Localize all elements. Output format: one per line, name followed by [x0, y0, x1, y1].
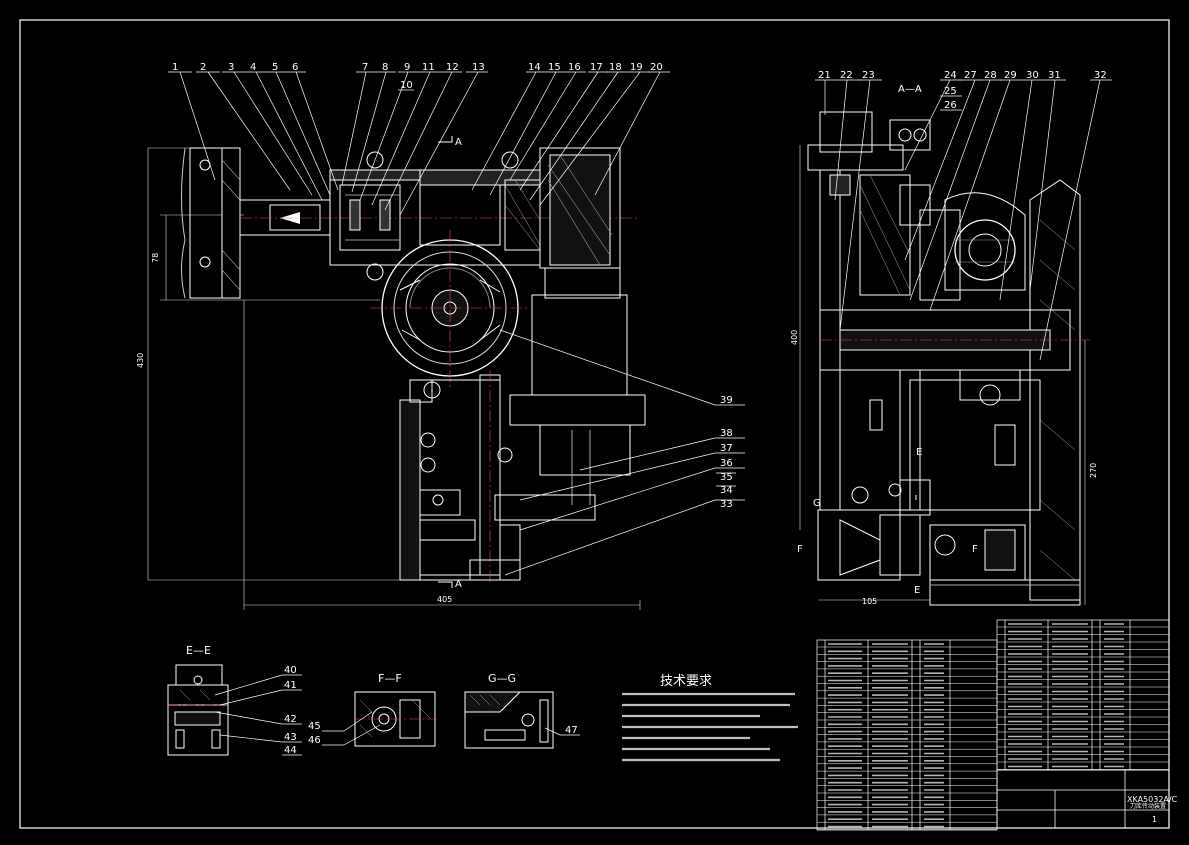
- section-a-top-label: A: [455, 137, 462, 148]
- detail-ff-title: F—F: [378, 672, 402, 685]
- detail-gg: [464, 691, 554, 749]
- balloon-29: 29: [1004, 70, 1017, 81]
- right-balloons: 21 22 23 24 25 26 27 28 29 30 31 32: [818, 70, 1107, 111]
- ee-balloons: 40 41 42 43 44: [284, 665, 297, 756]
- balloon-13: 13: [472, 62, 485, 73]
- dimension-270: 270: [1089, 463, 1098, 478]
- top-balloons: 1 2 3 4 5 6 7 8 9 10 11 12 13 14 15 16 1…: [172, 62, 663, 91]
- balloon-7: 7: [362, 62, 368, 73]
- balloon-32: 32: [1094, 70, 1107, 81]
- dimension-405: 405: [437, 595, 452, 604]
- section-view-aa: A—A: [799, 84, 1090, 606]
- balloon-15: 15: [548, 62, 561, 73]
- balloon-16: 16: [568, 62, 581, 73]
- side-balloons: 39 38 37 36 35 34 33: [720, 395, 733, 510]
- balloon-25: 25: [944, 86, 957, 97]
- drawing-border: [19, 19, 1170, 829]
- front-view: [147, 147, 646, 610]
- balloon-24: 24: [944, 70, 957, 81]
- dimension-400: 400: [790, 330, 799, 345]
- dimension-105: 105: [862, 597, 877, 606]
- section-aa-label: A—A: [898, 84, 922, 95]
- balloon-35: 35: [720, 472, 733, 483]
- parts-list-right-text: [1008, 623, 1124, 768]
- balloon-17: 17: [590, 62, 603, 73]
- balloon-30: 30: [1026, 70, 1039, 81]
- balloon-10: 10: [400, 80, 413, 91]
- balloon-12: 12: [446, 62, 459, 73]
- title-name: 刀库传动装置: [1130, 802, 1166, 810]
- section-f-marker-left: F: [797, 544, 803, 555]
- balloon-41: 41: [284, 680, 297, 691]
- balloon-38: 38: [720, 428, 733, 439]
- balloon-22: 22: [840, 70, 853, 81]
- balloon-20: 20: [650, 62, 663, 73]
- balloon-21: 21: [818, 70, 831, 81]
- balloon-33: 33: [720, 499, 733, 510]
- balloon-44: 44: [284, 745, 297, 756]
- balloon-18: 18: [609, 62, 622, 73]
- balloon-37: 37: [720, 443, 733, 454]
- balloon-11: 11: [422, 62, 435, 73]
- balloon-39: 39: [720, 395, 733, 406]
- balloon-1: 1: [172, 62, 178, 73]
- dimension-430: 430: [136, 353, 145, 368]
- balloon-5: 5: [272, 62, 278, 73]
- balloon-6: 6: [292, 62, 298, 73]
- ff-leaders: [322, 711, 381, 746]
- detail-ee-title: E—E: [186, 644, 211, 657]
- balloon-47: 47: [565, 725, 578, 736]
- balloon-34: 34: [720, 485, 733, 496]
- balloon-19: 19: [630, 62, 643, 73]
- balloon-46: 46: [308, 735, 321, 746]
- balloon-31: 31: [1048, 70, 1061, 81]
- ee-leaders: [214, 674, 302, 756]
- section-a-markers: [438, 136, 453, 588]
- balloon-14: 14: [528, 62, 541, 73]
- balloon-8: 8: [382, 62, 388, 73]
- tech-requirements-title: 技术要求: [660, 674, 712, 689]
- detail-ff: [354, 691, 440, 747]
- balloon-45: 45: [308, 721, 321, 732]
- side-leader-lines: [499, 329, 745, 576]
- balloon-27: 27: [964, 70, 977, 81]
- parts-list-left-text: [828, 643, 944, 828]
- balloon-42: 42: [284, 714, 297, 725]
- parts-list-left-rows: [817, 646, 997, 830]
- balloon-40: 40: [284, 665, 297, 676]
- title-model: XKA5032A/C: [1127, 795, 1178, 804]
- balloon-43: 43: [284, 732, 297, 743]
- balloon-28: 28: [984, 70, 997, 81]
- detail-ee: [167, 664, 229, 756]
- section-g-marker: G: [813, 498, 821, 509]
- section-e-marker-bottom: E: [914, 585, 920, 596]
- section-f-marker-right: F: [972, 544, 978, 555]
- balloon-3: 3: [228, 62, 234, 73]
- section-e-marker-top: E: [916, 447, 922, 458]
- dimension-78: 78: [151, 253, 160, 263]
- detail-gg-title: G—G: [488, 672, 516, 685]
- top-leader-lines: [168, 71, 670, 216]
- section-a-bottom-label: A: [455, 579, 462, 590]
- parts-list-right-rows: [997, 626, 1169, 770]
- gg-leaders: [544, 727, 580, 736]
- balloon-4: 4: [250, 62, 256, 73]
- title-block: [996, 769, 1170, 829]
- balloon-36: 36: [720, 458, 733, 469]
- balloon-2: 2: [200, 62, 206, 73]
- tech-requirements-lines: [622, 692, 798, 762]
- right-leader-lines: [815, 79, 1112, 361]
- title-sheet-no: 1: [1152, 815, 1157, 824]
- balloon-9: 9: [404, 62, 410, 73]
- balloon-23: 23: [862, 70, 875, 81]
- balloon-26: 26: [944, 100, 957, 111]
